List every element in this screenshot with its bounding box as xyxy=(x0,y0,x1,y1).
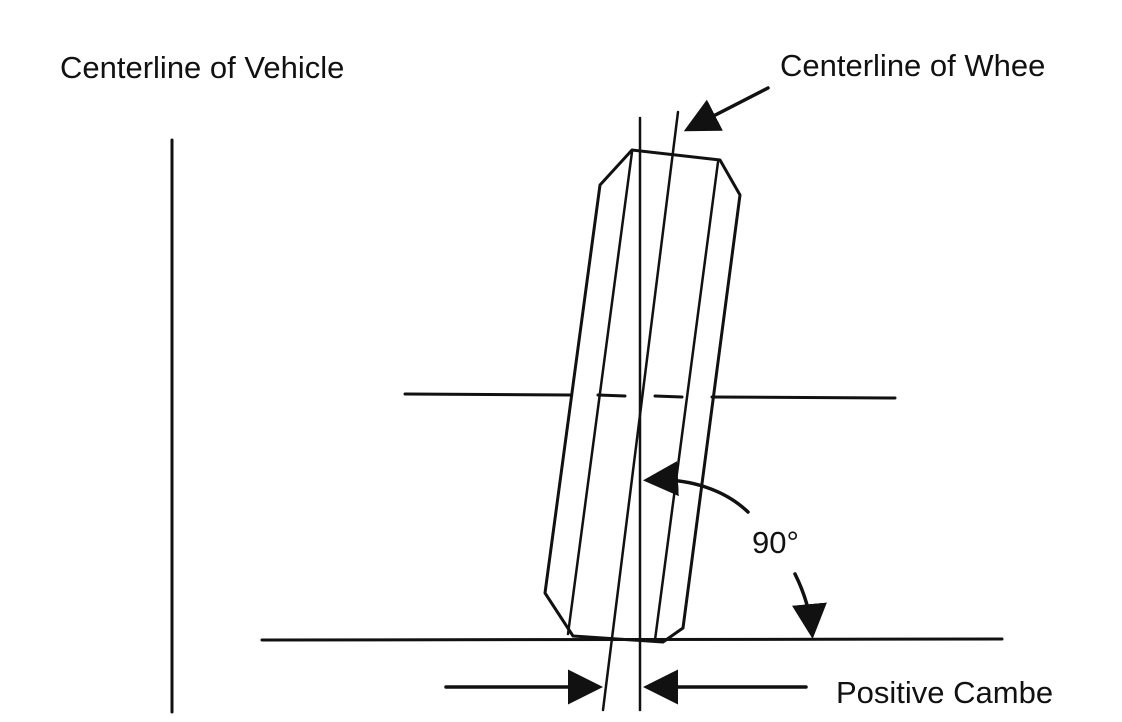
ground-arrow xyxy=(792,572,827,639)
tread-line-right xyxy=(653,160,720,642)
centerline-wheel-label: Centerline of Whee xyxy=(780,48,1046,83)
axle-line xyxy=(403,392,897,400)
tread-line-left xyxy=(566,150,634,636)
tire-outline xyxy=(543,148,742,644)
positive-camber-label: Positive Cambe xyxy=(836,675,1054,710)
centerline-vehicle-label: Centerline of Vehicle xyxy=(60,50,345,85)
wheel-centerline-arrow xyxy=(683,86,770,132)
right-angle-label: 90° xyxy=(752,525,799,560)
right-angle-arrow xyxy=(643,461,750,514)
